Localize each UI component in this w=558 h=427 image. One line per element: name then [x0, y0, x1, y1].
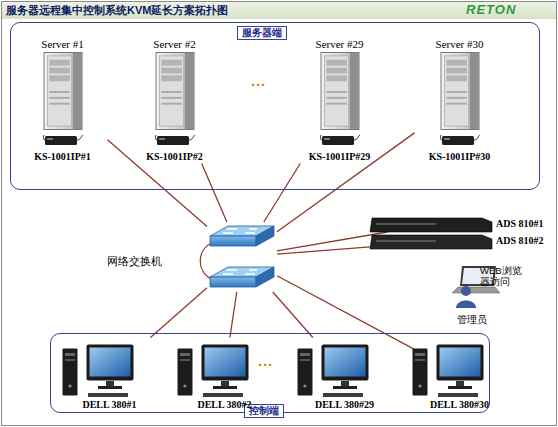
ellipsis-mark: ··· — [258, 356, 273, 373]
monitor — [202, 345, 249, 390]
device-name: ADS 810#2 — [496, 235, 544, 247]
switch-label: 网络交换机 — [107, 255, 162, 268]
kvm-extender — [43, 135, 83, 145]
switch-icon — [210, 226, 274, 246]
workstation-name: DELL 380#29 — [300, 399, 390, 411]
server-name: Server #2 — [130, 38, 220, 51]
pc-tower — [178, 349, 193, 396]
server-unit: Server #1 KS-1001IP#1 — [18, 38, 108, 164]
server-name: Server #1 — [18, 38, 108, 51]
switch-icon — [210, 267, 274, 287]
network-switch: 网络交换机 — [207, 222, 277, 292]
server-unit: Server #2 KS-1001IP#2 — [130, 38, 220, 164]
server-tower — [441, 52, 479, 129]
network-cable — [150, 288, 207, 338]
server-name: Server #29 — [295, 38, 385, 51]
network-cable — [277, 247, 370, 254]
title-bar — [2, 2, 556, 19]
pc-tower — [298, 349, 313, 396]
keyboard — [203, 393, 243, 397]
dell-workstation: DELL 380#2 — [180, 338, 270, 410]
dell-workstation: DELL 380#29 — [300, 338, 390, 410]
extender-name: KS-1001IP#1 — [18, 151, 108, 163]
server-unit: Server #29KS-1001IP#29 — [295, 38, 385, 164]
laptop-base — [452, 287, 500, 293]
admin-station: WEB浏览器访问管理员 — [452, 262, 520, 330]
pc-tower — [413, 349, 428, 396]
network-cable — [277, 133, 415, 232]
ads-kvm-switch: ADS 810#2 — [370, 234, 492, 250]
group-title: 服务器端 — [237, 26, 287, 40]
extender-name: KS-1001IP#29 — [295, 151, 385, 163]
workstation-name: DELL 380#2 — [180, 399, 270, 411]
monitor — [322, 345, 369, 390]
network-cable — [264, 164, 300, 223]
dell-workstation: DELL 380#1 — [65, 338, 155, 410]
group-frame: 服务器端 Server #1 KS-1001IP#1 Server #2 KS-1001… — [10, 22, 540, 190]
dell-workstation: DELL 380#30 — [415, 338, 505, 410]
monitor — [437, 345, 484, 390]
server-tower — [156, 52, 194, 129]
network-cable — [277, 276, 415, 350]
pc-tower — [63, 349, 78, 396]
server-name: Server #30 — [415, 38, 505, 51]
monitor — [87, 345, 134, 390]
server-unit: Server #30KS-1001IP#30 — [415, 38, 505, 164]
kvm-extender — [155, 135, 195, 145]
ads-device — [370, 218, 492, 249]
network-cable — [273, 292, 313, 338]
keyboard — [438, 393, 478, 397]
server-tower — [44, 52, 82, 129]
ads-body — [370, 218, 492, 232]
brand-logo: RETON — [466, 2, 516, 17]
switch-link-wire — [200, 242, 213, 280]
ads-trim — [376, 223, 436, 225]
diagram-title: 服务器远程集中控制系统KVM延长方案拓扑图 — [6, 3, 228, 18]
ellipsis-mark: ··· — [251, 76, 266, 93]
workstation-name: DELL 380#1 — [65, 399, 155, 411]
device-name: ADS 810#1 — [496, 218, 544, 230]
group-frame: 控制端DELL 380#1DELL 380#2DELL 380#29DELL 3… — [50, 333, 490, 413]
ads-kvm-switch: ADS 810#1 — [370, 217, 492, 232]
access-note: WEB浏览器访问 — [480, 266, 522, 288]
person-head — [461, 286, 471, 296]
keyboard — [323, 393, 363, 397]
kvm-extender — [440, 135, 480, 145]
server-tower — [321, 52, 359, 129]
workstation-name: DELL 380#30 — [415, 399, 505, 411]
role-name: 管理员 — [457, 314, 487, 326]
network-cable — [202, 164, 227, 223]
ads-trim — [376, 240, 436, 242]
person-body — [456, 301, 476, 309]
keyboard — [88, 393, 128, 397]
ads-body — [370, 235, 492, 249]
network-cable — [230, 292, 237, 338]
extender-name: KS-1001IP#2 — [130, 151, 220, 163]
extender-name: KS-1001IP#30 — [415, 151, 505, 163]
kvm-extender — [320, 135, 360, 145]
person-icon — [456, 286, 476, 308]
